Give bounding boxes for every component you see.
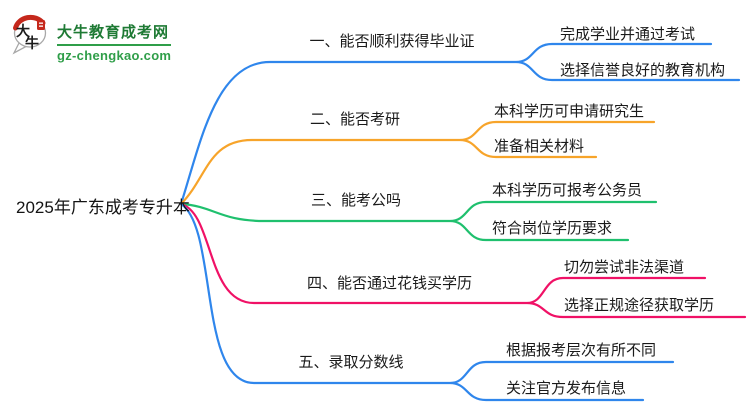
- branch-2-line: [179, 120, 656, 206]
- bubble-char-2: 牛: [25, 35, 39, 51]
- branch-4-leaf-1: 切勿尝试非法渠道: [564, 259, 685, 276]
- site-logo[interactable]: 大 牛 大牛教育成考网 gz-chengkao.com: [10, 11, 172, 63]
- branch-1-line: [179, 42, 741, 206]
- branch-5-line: [179, 202, 675, 402]
- branch-3-label: 三、能考公吗: [310, 192, 401, 209]
- branch-4-leaf-2: 选择正规途径获取学历: [564, 297, 715, 314]
- branch-1-leaf-2: 选择信誉良好的教育机构: [560, 62, 726, 79]
- bubble-char-1: 大: [16, 23, 30, 39]
- branch-4-line: [179, 202, 747, 319]
- branch-2-leaf-2: 准备相关材料: [494, 138, 585, 155]
- branch-5-leaf-1: 根据报考层次有所不同: [506, 342, 657, 359]
- seal-mark: [39, 25, 43, 27]
- branch-3-leaf-1: 本科学历可报考公务员: [492, 182, 643, 199]
- branch-4-label: 四、能否通过花钱买学历: [306, 275, 472, 292]
- red-seal-stamp: [37, 20, 45, 30]
- branch-2-leaf-1: 本科学历可申请研究生: [494, 103, 645, 120]
- logo-title: 大牛教育成考网: [57, 24, 170, 41]
- daniu-bubble-icon: 大 牛: [12, 14, 47, 55]
- logo-url: gz-chengkao.com: [57, 48, 172, 63]
- branch-1-leaf-1: 完成学业并通过考试: [560, 26, 696, 43]
- logo-text-block: 大牛教育成考网 gz-chengkao.com: [57, 11, 172, 63]
- root-topic: 2025年广东成考专升本: [16, 198, 190, 217]
- branch-3-line: [179, 200, 658, 242]
- branch-5-label: 五、录取分数线: [298, 354, 404, 371]
- logo-divider: [57, 44, 172, 46]
- branch-2-label: 二、能否考研: [309, 111, 400, 128]
- branch-1-label: 一、能否顺利获得毕业证: [309, 33, 475, 50]
- branch-3-leaf-2: 符合岗位学历要求: [492, 220, 613, 237]
- seal-mark: [39, 22, 43, 24]
- branch-5-leaf-2: 关注官方发布信息: [506, 380, 627, 397]
